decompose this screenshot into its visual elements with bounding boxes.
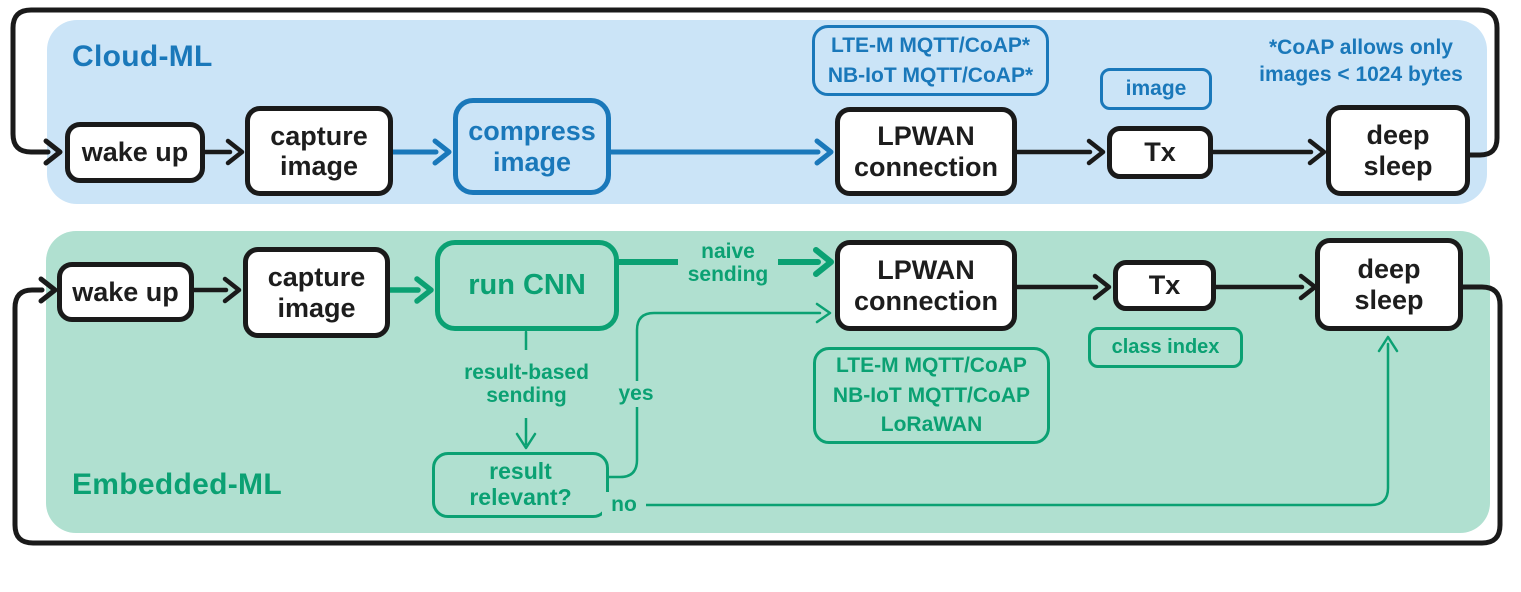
embedded-ml-section-title: Embedded-ML <box>72 468 282 501</box>
embedded-tx-node: Tx <box>1113 260 1216 311</box>
embedded-wake-up-node: wake up <box>57 262 194 322</box>
edge-embedded-capture-to-run-cnn <box>387 276 434 304</box>
edge-cloud-capture-to-compress <box>390 138 452 166</box>
edge-cloud-compress-to-lpwan <box>608 138 834 166</box>
embedded-protocols-box: LTE-M MQTT/CoAP NB-IoT MQTT/CoAP LoRaWAN <box>813 347 1050 444</box>
cloud-wake-up-node: wake up <box>65 122 205 183</box>
embedded-payload-tag-class-index: class index <box>1088 327 1243 368</box>
edge-embedded-wake-up-to-capture <box>190 276 242 304</box>
cloud-capture-image-node: capture image <box>245 106 393 196</box>
cloud-ml-section-title: Cloud-ML <box>72 40 213 73</box>
cloud-tx-node: Tx <box>1107 126 1213 179</box>
edge-embedded-tx-to-deep-sleep <box>1212 273 1318 301</box>
embedded-capture-image-node: capture image <box>243 247 390 338</box>
edge-cloud-tx-to-deep-sleep <box>1209 138 1327 166</box>
embedded-run-cnn-node: run CNN <box>435 240 619 331</box>
edge-label-naive-sending: naive sending <box>678 238 778 288</box>
embedded-deep-sleep-node: deep sleep <box>1315 238 1463 331</box>
cloud-protocols-box: LTE-M MQTT/CoAP* NB-IoT MQTT/CoAP* <box>812 25 1049 96</box>
embedded-lpwan-connection-node: LPWAN connection <box>835 240 1017 331</box>
cloud-coap-note: *CoAP allows only images < 1024 bytes <box>1259 36 1463 87</box>
cloud-compress-image-node: compress image <box>453 98 611 195</box>
embedded-result-relevant-decision: result relevant? <box>432 452 609 518</box>
edge-label-no: no <box>602 492 646 518</box>
cloud-deep-sleep-node: deep sleep <box>1326 105 1470 196</box>
edge-cloud-lpwan-to-tx <box>1014 138 1106 166</box>
edge-cloud-loop-deep-sleep-to-wake-up <box>10 7 1500 166</box>
edge-embedded-lpwan-to-tx <box>1014 273 1112 301</box>
edge-label-result-based-sending: result-based sending <box>450 350 603 418</box>
edge-cloud-wake-up-to-capture <box>202 138 245 166</box>
cloud-lpwan-connection-node: LPWAN connection <box>835 107 1017 196</box>
edge-label-yes: yes <box>613 381 659 407</box>
edge-embedded-result-relevant-no-to-deep-sleep <box>607 335 1399 507</box>
cloud-payload-tag-image: image <box>1100 68 1212 110</box>
edge-embedded-loop-deep-sleep-to-wake-up <box>12 276 1503 546</box>
